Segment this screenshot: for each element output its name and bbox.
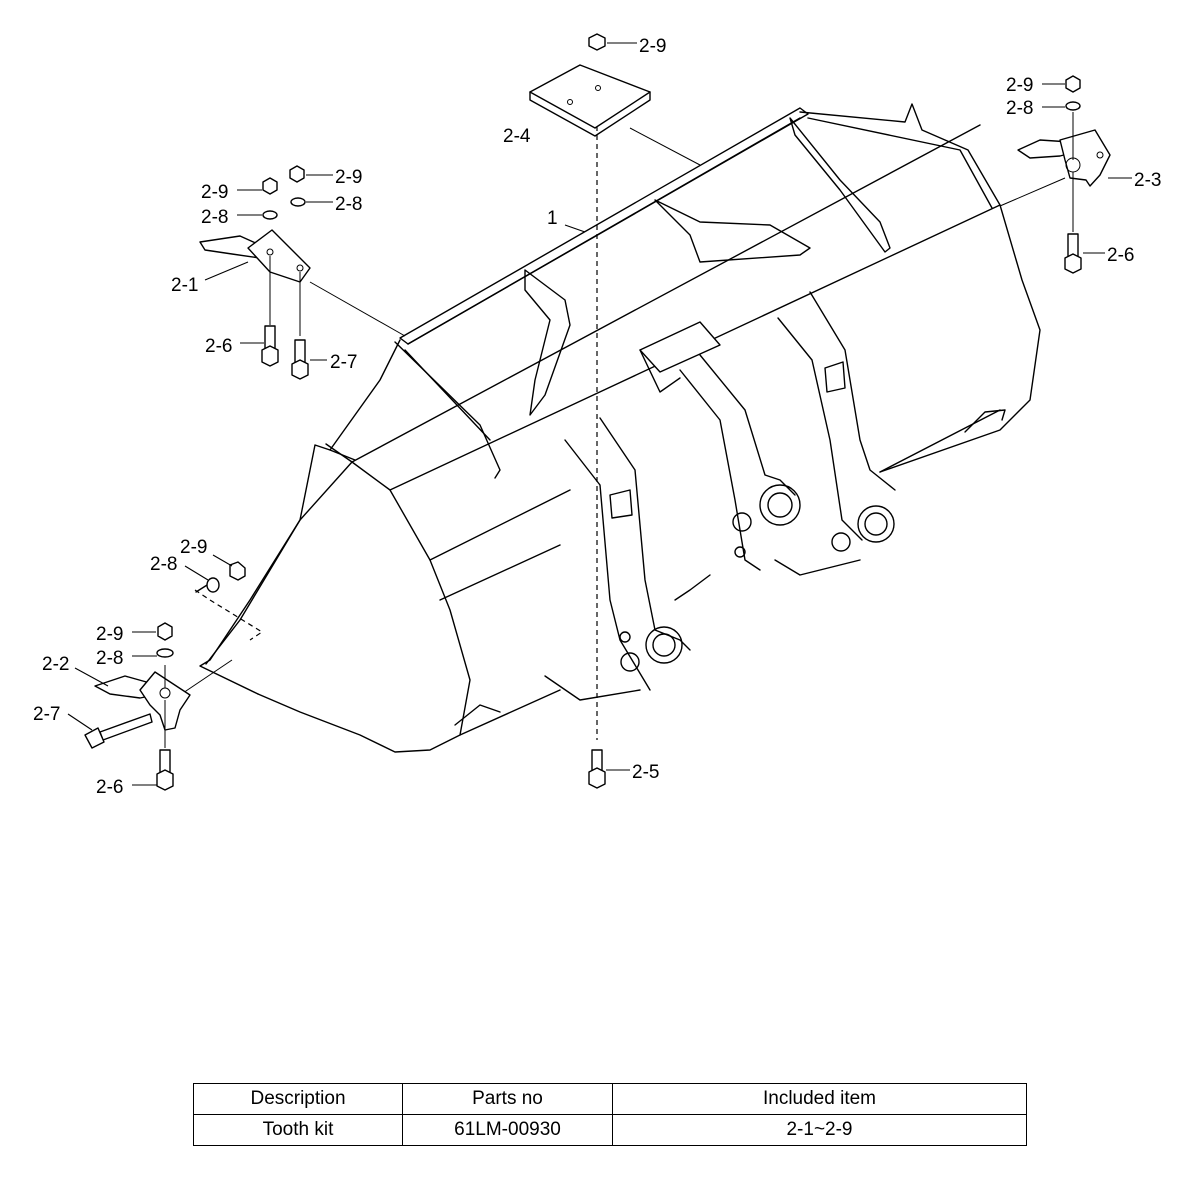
header-parts-no: Parts no (402, 1083, 613, 1115)
label-2-5: 2-5 (632, 762, 659, 783)
part-labels: 1 2-9 2-4 2-9 2-8 2-3 2-6 2-9 2-9 2-8 2-… (33, 36, 1161, 798)
tooth-2-3-assembly (1017, 75, 1132, 274)
label-2-7-left: 2-7 (330, 352, 357, 373)
tooth-2-2-assembly (67, 554, 246, 791)
top-adapter-assembly (529, 33, 651, 137)
label-2-2: 2-2 (42, 654, 69, 675)
label-2-1: 2-1 (171, 275, 198, 296)
label-2-9-left-a: 2-9 (201, 182, 228, 203)
cell-parts-no: 61LM-00930 (402, 1114, 613, 1146)
label-1: 1 (547, 208, 558, 229)
label-2-9-lower-b: 2-9 (96, 624, 123, 645)
header-description: Description (193, 1083, 403, 1115)
label-2-8-left-b: 2-8 (335, 194, 362, 215)
label-2-6-lower: 2-6 (96, 777, 123, 798)
label-2-8-right: 2-8 (1006, 98, 1033, 119)
label-2-4: 2-4 (503, 126, 531, 147)
cell-description: Tooth kit (193, 1114, 403, 1146)
label-2-3: 2-3 (1134, 170, 1161, 191)
label-2-7-lower: 2-7 (33, 704, 60, 725)
label-2-8-lower-a: 2-8 (150, 554, 177, 575)
parts-table: Description Parts no Included item Tooth… (193, 1083, 1027, 1146)
label-2-9-top: 2-9 (639, 36, 666, 57)
header-included-item: Included item (612, 1083, 1027, 1115)
label-2-6-right: 2-6 (1107, 245, 1134, 266)
cell-included-item: 2-1~2-9 (612, 1114, 1027, 1146)
label-2-9-lower-a: 2-9 (180, 537, 207, 558)
tooth-2-1-assembly (199, 165, 586, 380)
table-row: Tooth kit 61LM-00930 2-1~2-9 (193, 1114, 1027, 1146)
bottom-bolt-2-5 (588, 749, 630, 789)
label-2-6-left: 2-6 (205, 336, 232, 357)
label-2-9-left-b: 2-9 (335, 167, 362, 188)
label-2-8-lower-b: 2-8 (96, 648, 123, 669)
label-2-9-right: 2-9 (1006, 75, 1033, 96)
table-header-row: Description Parts no Included item (193, 1083, 1027, 1115)
label-2-8-left-a: 2-8 (201, 207, 228, 228)
lift-arm-brackets (564, 291, 896, 691)
guide-lines (179, 127, 1066, 696)
bucket-body (199, 103, 1041, 753)
